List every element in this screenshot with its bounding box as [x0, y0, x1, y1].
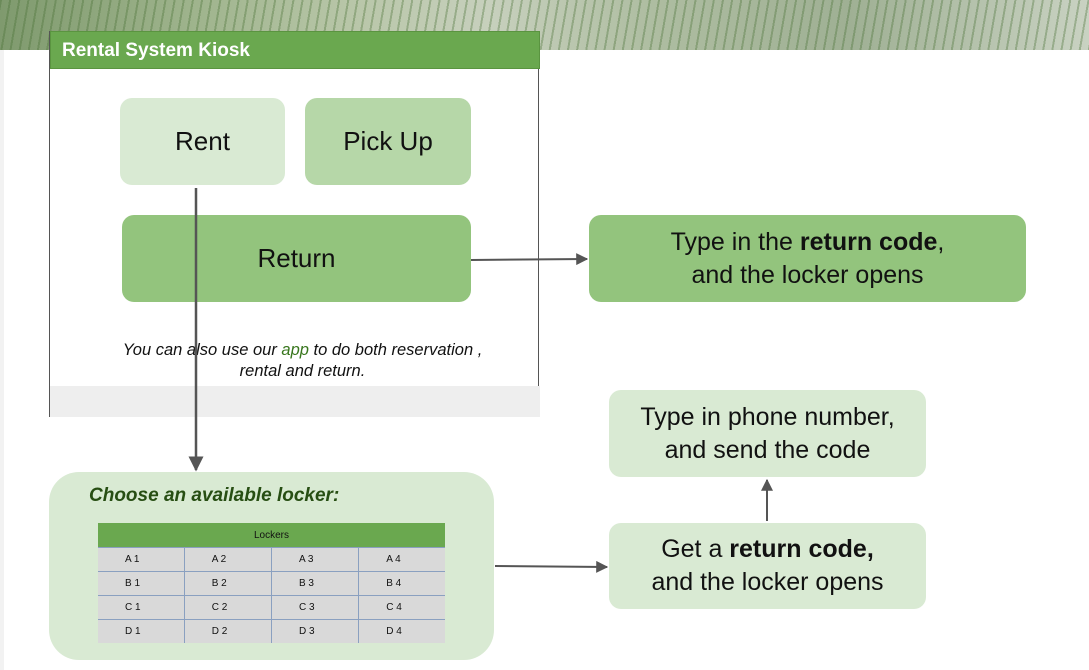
locker-table-header: Lockers [98, 523, 445, 548]
page-edge [0, 50, 4, 670]
app-note: You can also use our app to do both rese… [90, 340, 515, 382]
return-button-label: Return [257, 243, 336, 273]
locker-selection-panel: Choose an available locker: Lockers A 1 … [49, 472, 494, 660]
get-code-line1-prefix: Get a [661, 535, 730, 563]
pickup-button-label: Pick Up [343, 126, 433, 156]
return-code-bold: return code [799, 227, 938, 256]
app-note-part1: You can also use our [122, 341, 282, 359]
app-link[interactable]: app [281, 341, 309, 359]
get-code-line1: Get a return code, [661, 533, 874, 566]
return-code-line2: and the locker opens [691, 260, 924, 289]
locker-to-get-code-arrow [494, 560, 609, 573]
table-row: D 1 D 2 D 3 D 4 [98, 619, 445, 643]
return-button[interactable]: Return [122, 215, 471, 302]
table-row: B 1 B 2 B 3 B 4 [98, 571, 445, 596]
kiosk-footer [50, 386, 540, 417]
locker-cell[interactable]: D 1 [98, 619, 185, 643]
locker-cell[interactable]: B 4 [358, 571, 445, 596]
phone-line1: Type in phone number, [640, 402, 895, 431]
return-code-line1-prefix: Type in the [670, 227, 800, 256]
return-code-line1-suffix: , [937, 227, 945, 256]
locker-table: Lockers A 1 A 2 A 3 A 4 B 1 B 2 B 3 B 4 … [98, 523, 445, 643]
locker-cell[interactable]: C 4 [358, 595, 445, 620]
locker-cell[interactable]: D 2 [183, 619, 272, 643]
locker-cell[interactable]: B 1 [98, 571, 185, 596]
locker-cell[interactable]: B 3 [270, 571, 359, 596]
locker-cell[interactable]: A 3 [270, 547, 359, 572]
locker-cell[interactable]: C 3 [270, 595, 359, 620]
rent-button-label: Rent [175, 126, 230, 156]
phone-line2: and send the code [664, 435, 871, 464]
return-code-line1: Type in the return code, [671, 226, 945, 259]
get-return-code-step: Get a return code, and the locker opens [609, 523, 926, 609]
rent-button[interactable]: Rent [120, 98, 285, 185]
app-note-part2: to do both reservation , [308, 341, 483, 359]
locker-cell[interactable]: B 2 [183, 571, 272, 596]
get-code-line2: and the locker opens [651, 568, 884, 596]
return-code-step: Type in the return code, and the locker … [589, 215, 1026, 302]
pickup-button[interactable]: Pick Up [305, 98, 471, 185]
phone-number-step: Type in phone number, and send the code [609, 390, 926, 477]
locker-cell[interactable]: A 1 [98, 547, 185, 572]
locker-cell[interactable]: A 2 [183, 547, 272, 572]
locker-cell[interactable]: C 1 [98, 595, 185, 620]
locker-cell[interactable]: C 2 [183, 595, 272, 620]
kiosk-title: Rental System Kiosk [50, 31, 540, 69]
table-row: C 1 C 2 C 3 C 4 [98, 595, 445, 620]
app-note-line2: rental and return. [239, 362, 366, 380]
locker-heading: Choose an available locker: [89, 485, 340, 506]
kiosk-window: Rental System Kiosk Rent Pick Up Return … [49, 31, 540, 417]
locker-cell[interactable]: D 4 [358, 619, 445, 643]
table-row: A 1 A 2 A 3 A 4 [98, 547, 445, 572]
get-code-bold: return code, [729, 535, 874, 563]
locker-cell[interactable]: D 3 [270, 619, 359, 643]
locker-cell[interactable]: A 4 [358, 547, 445, 572]
